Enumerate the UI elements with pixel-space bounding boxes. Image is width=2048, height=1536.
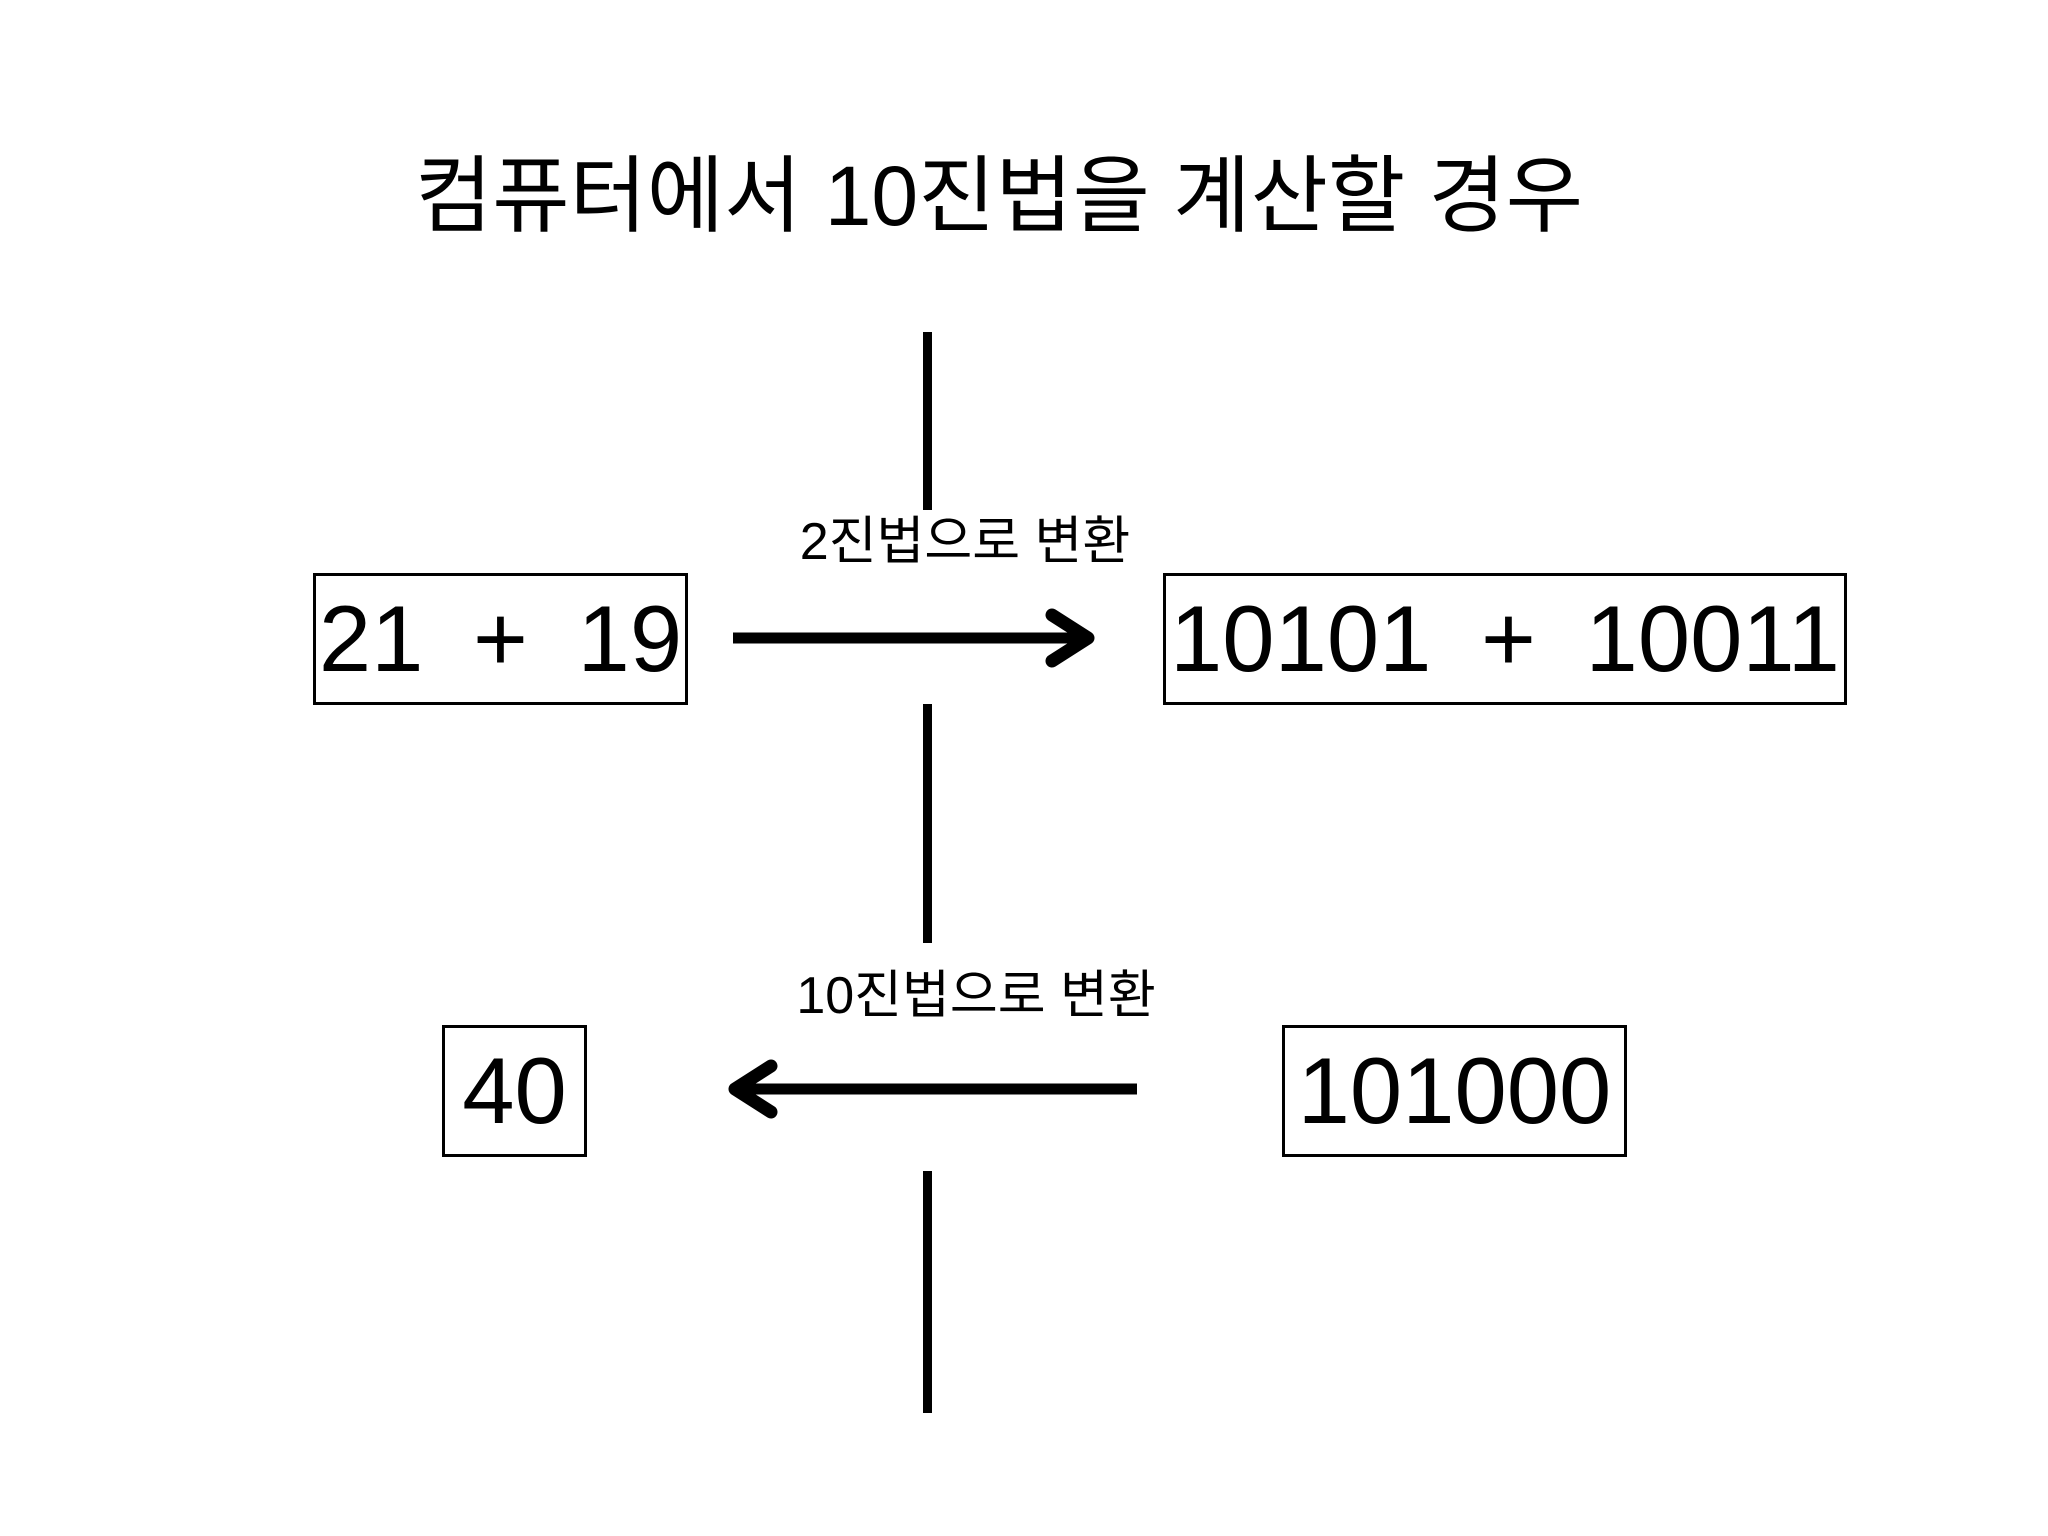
to-decimal-arrow-label: 10진법으로 변환 xyxy=(796,967,1156,1025)
decimal-sum-box: 21 + 19 xyxy=(313,573,688,705)
connector-line-middle xyxy=(923,704,932,943)
slide-title: 컴퓨터에서 10진법을 계산할 경우 xyxy=(414,149,1584,243)
decimal-result-box: 40 xyxy=(442,1025,587,1157)
binary-sum-box: 10101 + 10011 xyxy=(1163,573,1847,705)
binary-result-box: 101000 xyxy=(1282,1025,1627,1157)
to-binary-arrow-label: 2진법으로 변환 xyxy=(799,513,1131,571)
connector-line-top xyxy=(923,332,932,510)
right-arrow-icon xyxy=(733,608,1095,668)
left-arrow-icon xyxy=(728,1059,1137,1119)
connector-line-bottom xyxy=(923,1171,932,1413)
